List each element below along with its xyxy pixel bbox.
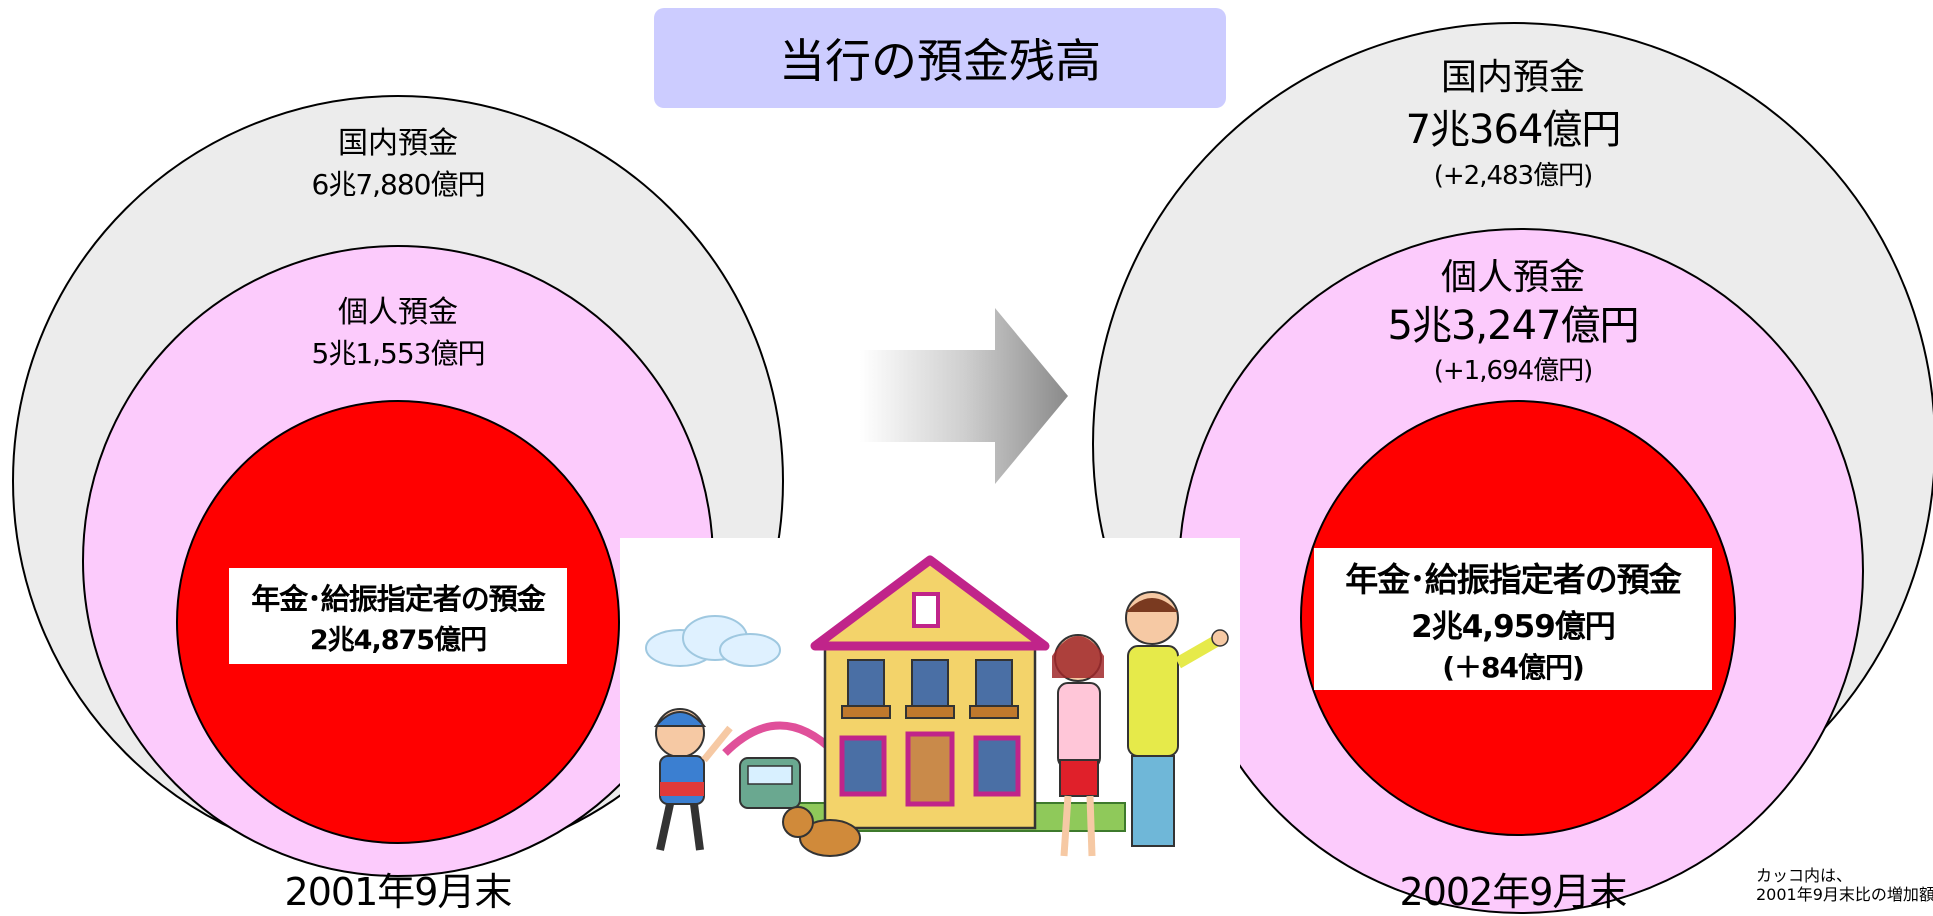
right-personal-diff: (+1,694億円) xyxy=(1433,356,1594,386)
left-pension-box: 年金･給振指定者の預金 2兆4,875億円 xyxy=(229,568,567,664)
page-title-text: 当行の預金残高 xyxy=(779,34,1101,88)
left-pension-label: 年金･給振指定者の預金 xyxy=(251,581,546,616)
footnote: カッコ内は、 2001年9月末比の増加額 xyxy=(1756,866,1933,904)
left-domestic-value: 6兆7,880億円 xyxy=(311,168,486,201)
right-pension-label: 年金･給振指定者の預金 xyxy=(1345,559,1681,599)
right-personal-label: 個人預金 xyxy=(1440,257,1585,298)
house-family-illustration xyxy=(620,538,1240,898)
right-domestic-label: 国内預金 xyxy=(1440,57,1585,98)
right-domestic-value: 7兆364億円 xyxy=(1405,107,1622,153)
right-domestic-diff: (+2,483億円) xyxy=(1433,161,1594,191)
left-pension-value: 2兆4,875億円 xyxy=(309,624,487,656)
right-pension-value: 2兆4,959億円 xyxy=(1411,608,1616,645)
page-title: 当行の預金残高 xyxy=(654,8,1226,108)
right-arrow-icon xyxy=(860,308,1068,484)
left-domestic-label: 国内預金 xyxy=(338,126,458,161)
right-personal-value: 5兆3,247億円 xyxy=(1387,303,1640,349)
right-date-label: 2002年9月末 xyxy=(1399,870,1628,914)
left-personal-value: 5兆1,553億円 xyxy=(311,337,486,370)
footnote-line1: カッコ内は、 xyxy=(1756,866,1853,885)
right-pension-box: 年金･給振指定者の預金 2兆4,959億円 (＋84億円) xyxy=(1314,548,1712,690)
footnote-line2: 2001年9月末比の増加額 xyxy=(1756,885,1933,904)
left-personal-label: 個人預金 xyxy=(338,295,458,330)
left-date-label: 2001年9月末 xyxy=(284,870,513,914)
right-pension-diff: (＋84億円) xyxy=(1442,650,1585,684)
